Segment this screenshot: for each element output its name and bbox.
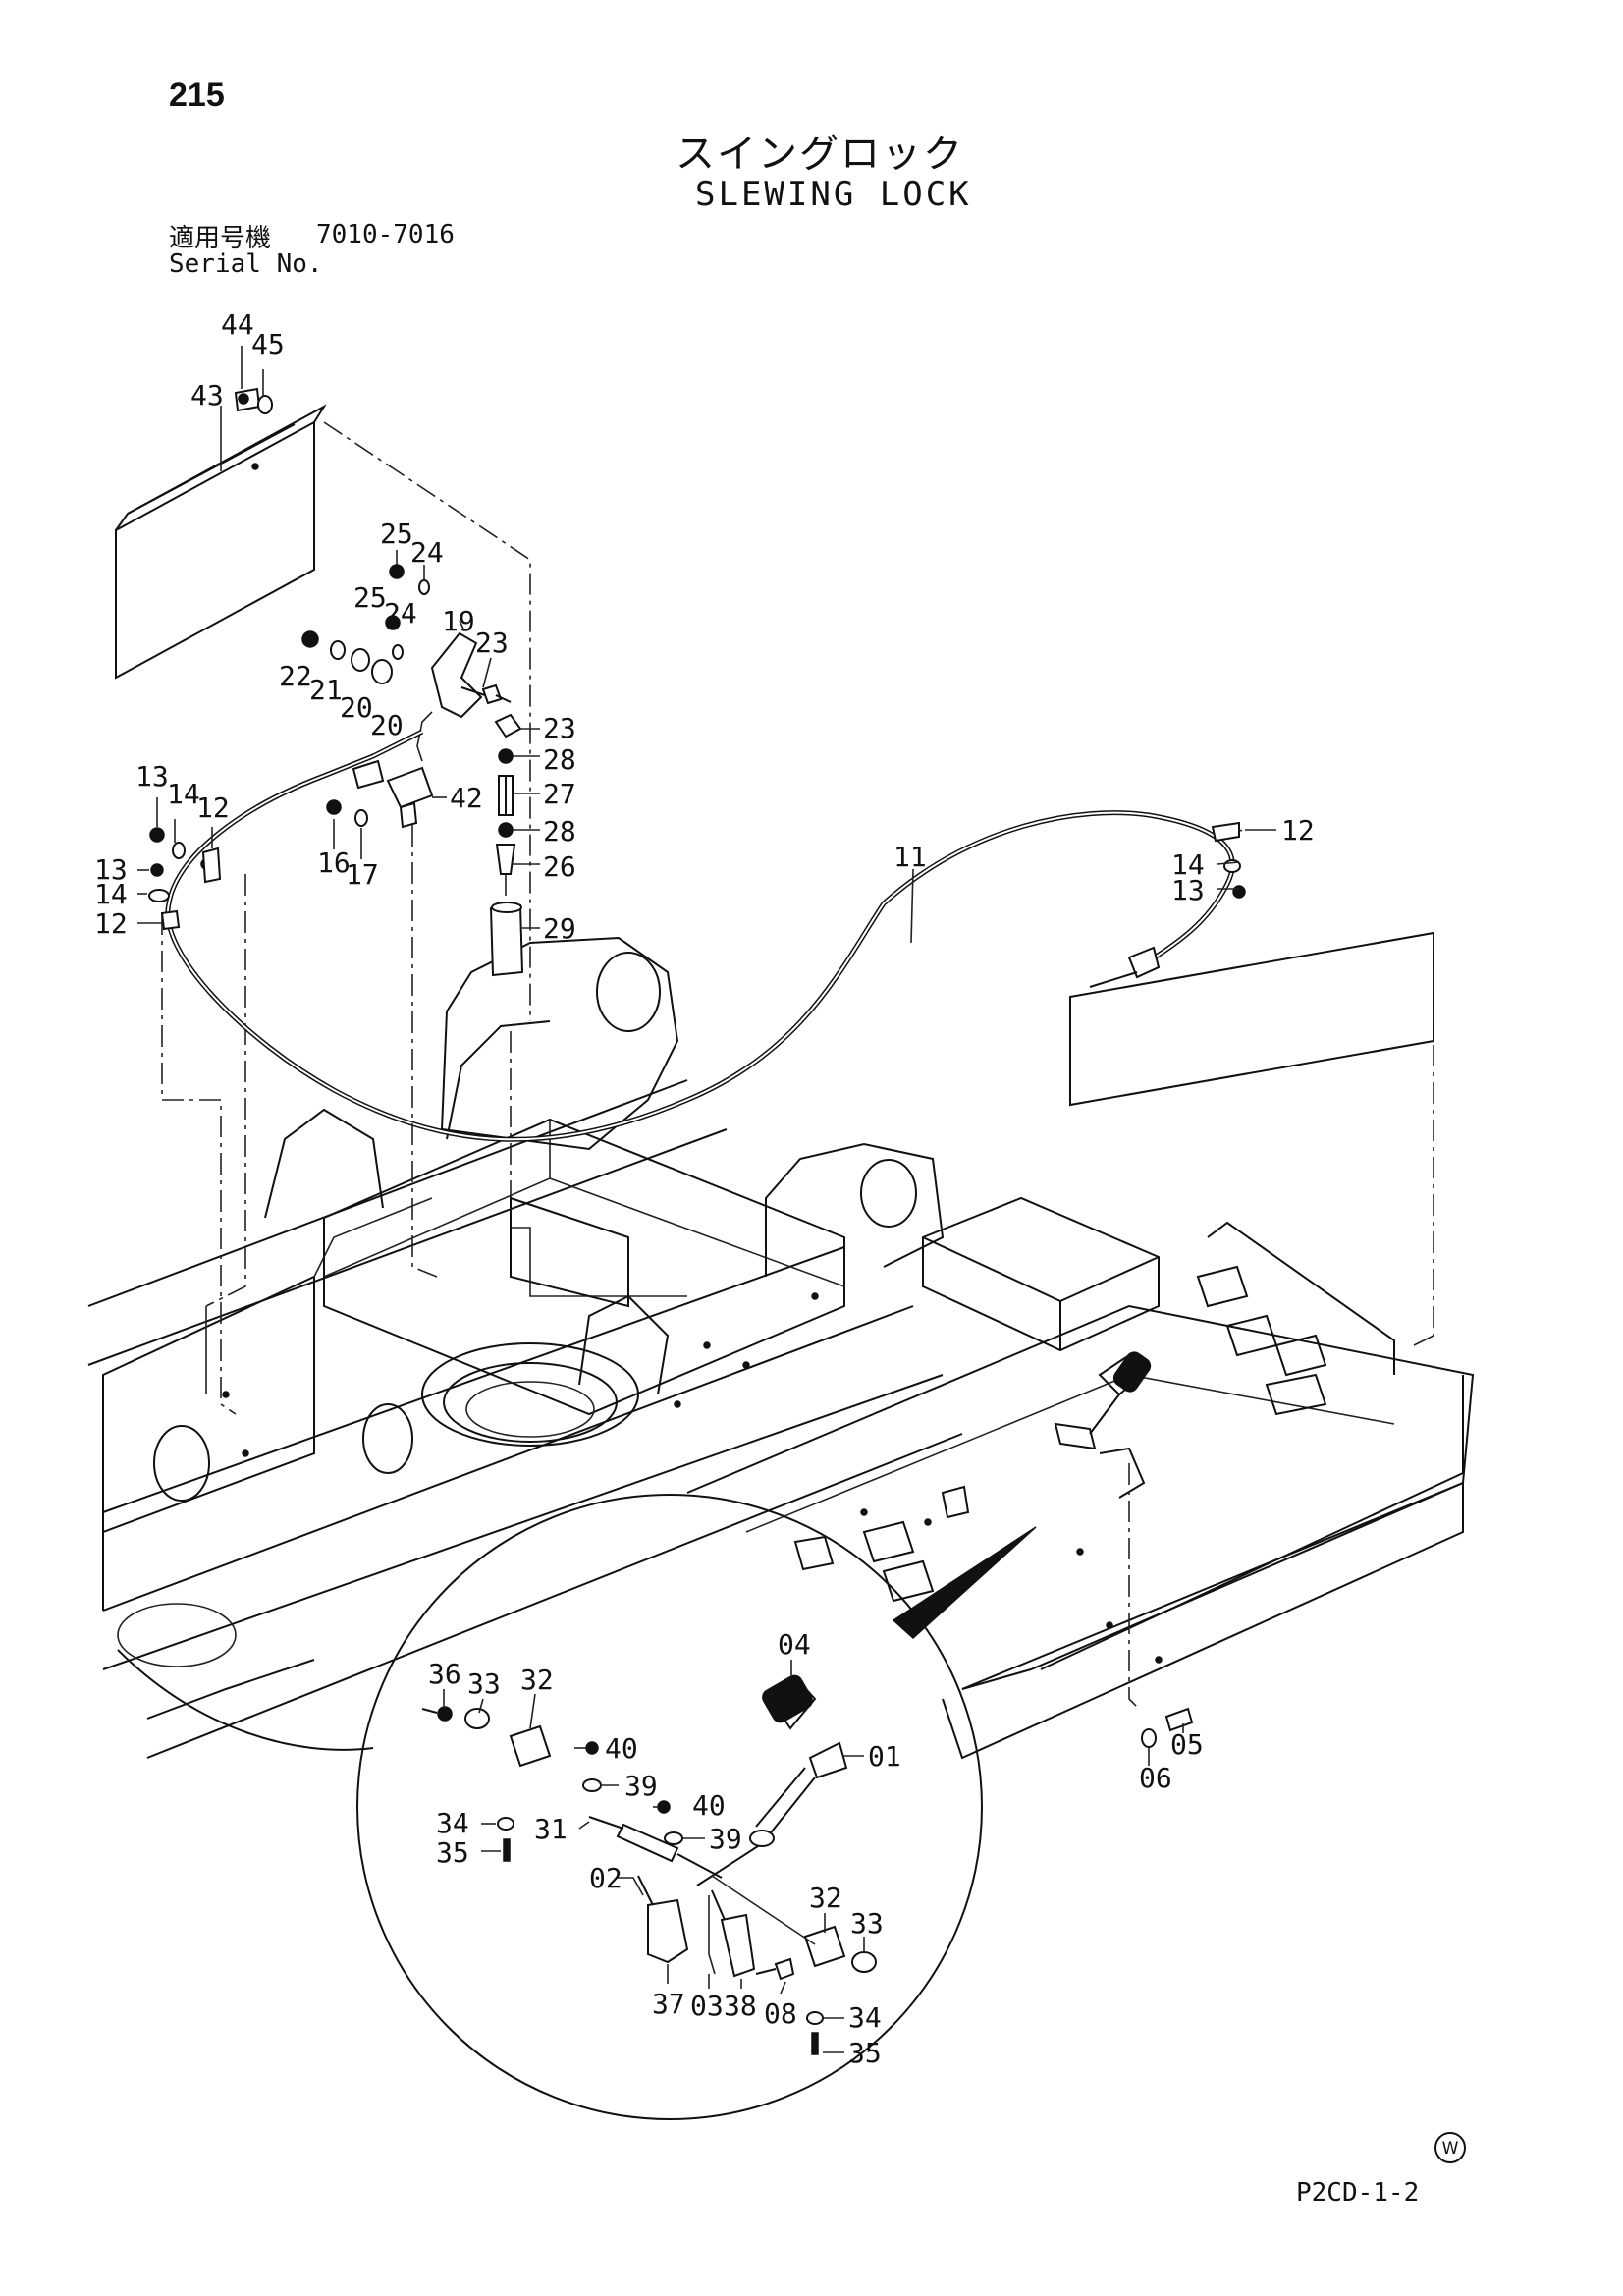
callout-03: 03	[690, 1990, 724, 2022]
callout-12: 12	[94, 907, 128, 940]
page-number: 215	[169, 77, 225, 114]
callout-14: 14	[94, 878, 128, 910]
callout-44: 44	[221, 308, 254, 341]
callout-14: 14	[1171, 848, 1205, 881]
callout-34: 34	[848, 2001, 882, 2034]
drawing-code: P2CD-1-2	[1296, 2178, 1420, 2208]
callout-28: 28	[543, 815, 576, 847]
callout-36: 36	[428, 1658, 461, 1690]
callout-24: 24	[410, 536, 444, 569]
callout-39: 39	[709, 1823, 742, 1855]
callout-28: 28	[543, 743, 576, 776]
callout-27: 27	[543, 778, 576, 810]
callout-06: 06	[1139, 1762, 1172, 1794]
callout-05: 05	[1170, 1728, 1204, 1761]
callout-17: 17	[346, 858, 379, 891]
callout-labels: 44 45 43 25 24 25 24 19 23 22 21 20 20 2…	[94, 308, 1315, 2069]
callout-38: 38	[724, 1990, 757, 2022]
callout-32: 32	[809, 1882, 842, 1914]
watermark-circle-icon: W	[1434, 2132, 1466, 2163]
detail-pointer	[892, 1526, 1037, 1640]
bolt-13-upper	[149, 827, 165, 843]
callout-40: 40	[605, 1732, 638, 1765]
callout-23: 23	[475, 627, 509, 659]
washer-14-upper	[172, 842, 186, 859]
callout-22: 22	[279, 660, 312, 692]
cover-plate-43	[115, 404, 531, 1021]
serial-label-english: Serial No.	[169, 249, 323, 279]
callout-29: 29	[543, 912, 576, 945]
callout-08: 08	[764, 1997, 797, 2030]
callout-40: 40	[692, 1789, 726, 1822]
callout-33: 33	[850, 1907, 884, 1940]
callout-11: 11	[893, 841, 927, 873]
callout-45: 45	[251, 328, 285, 360]
callout-12: 12	[196, 792, 230, 824]
callout-25: 25	[380, 518, 413, 550]
callout-21: 21	[309, 674, 343, 706]
callout-26: 26	[543, 850, 576, 883]
callout-04: 04	[778, 1628, 811, 1661]
callout-35: 35	[436, 1836, 469, 1869]
callout-32: 32	[520, 1664, 554, 1696]
bolt-13-lower	[150, 863, 164, 877]
bracket-42	[326, 766, 438, 1278]
callout-39: 39	[624, 1770, 658, 1802]
serial-range: 7010-7016	[316, 220, 455, 249]
callout-14: 14	[167, 778, 200, 810]
callout-12: 12	[1281, 814, 1315, 847]
callout-01: 01	[868, 1740, 901, 1773]
callout-19: 19	[442, 605, 475, 637]
callout-37: 37	[652, 1988, 685, 2020]
nut-06	[1141, 1728, 1157, 1748]
callout-43: 43	[190, 379, 224, 411]
leader-lines	[137, 346, 1276, 2053]
callout-23: 23	[543, 712, 576, 744]
lever-assembly	[301, 564, 512, 762]
frame-holes	[222, 1292, 1163, 1664]
callout-33: 33	[467, 1667, 501, 1700]
lock-pin-stack	[489, 713, 524, 977]
callout-13: 13	[135, 760, 169, 793]
bolt-44-head	[238, 393, 249, 405]
washer-45	[257, 395, 273, 414]
callout-42: 42	[450, 782, 483, 814]
bolt-05	[1164, 1707, 1194, 1732]
washer-14-lower	[148, 889, 170, 902]
callout-13: 13	[94, 853, 128, 886]
callout-13: 13	[1171, 874, 1205, 906]
clamp-12-left-top	[201, 847, 222, 884]
callout-34: 34	[436, 1807, 469, 1839]
upper-frame	[87, 874, 1475, 1760]
serial-label-japanese: 適用号機	[169, 223, 272, 252]
callout-35: 35	[848, 2037, 882, 2069]
callout-31: 31	[534, 1813, 568, 1845]
callout-24: 24	[384, 597, 417, 629]
bolt-13-right	[1232, 885, 1246, 899]
callout-25: 25	[353, 581, 387, 614]
title-japanese: スイングロック	[676, 133, 964, 176]
watermark-symbol: W	[1442, 2139, 1459, 2159]
clamp-12-left-bottom	[160, 909, 181, 931]
callout-16: 16	[317, 847, 351, 879]
detail-view	[356, 1494, 1037, 2120]
control-cable-11	[165, 729, 1243, 1142]
callout-20: 20	[370, 709, 404, 741]
callout-02: 02	[589, 1862, 622, 1894]
title-english: SLEWING LOCK	[695, 175, 972, 214]
callout-20: 20	[340, 691, 373, 724]
